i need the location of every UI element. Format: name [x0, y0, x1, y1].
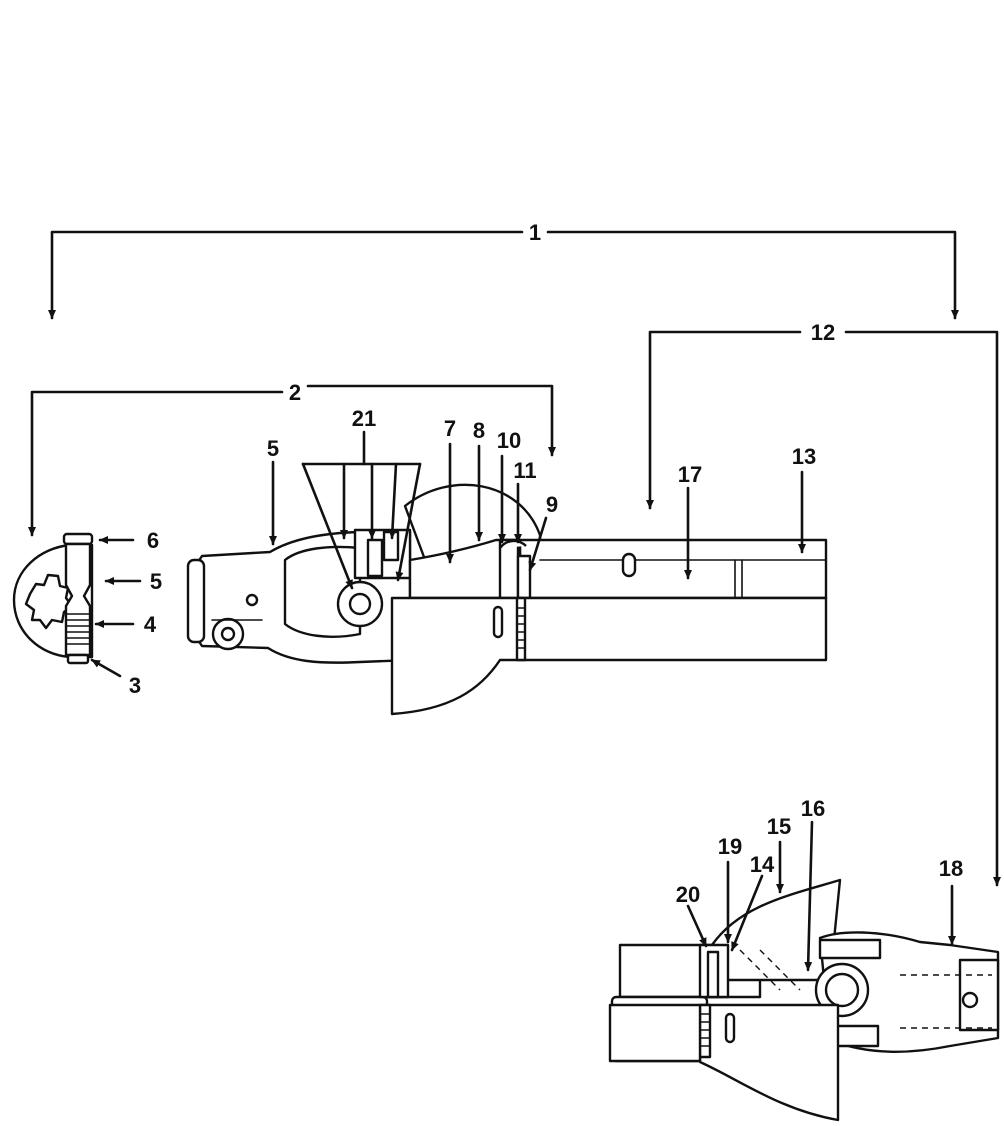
callout-10: 10: [497, 428, 521, 453]
callout-8: 8: [473, 418, 485, 443]
callout-21: 21: [352, 406, 376, 431]
callout-21-leaders: [301, 430, 422, 590]
callout-20: 20: [676, 882, 700, 907]
callout-13: 13: [792, 444, 816, 469]
callout-11: 11: [513, 458, 536, 483]
bracket-2: [28, 384, 556, 537]
callout-5-end-view: 5: [150, 569, 162, 594]
rear-collar: [698, 943, 730, 999]
callout-18: 18: [939, 856, 963, 881]
bracket-1: [48, 230, 959, 320]
bracket-12: [646, 330, 1001, 887]
callout-9: 9: [546, 492, 558, 517]
outer-guard: [390, 596, 828, 716]
callout-4: 4: [144, 612, 157, 637]
callout-5-yoke: 5: [267, 436, 279, 461]
callout-3: 3: [129, 673, 141, 698]
callout-7: 7: [444, 416, 456, 441]
guard-ribs: [516, 607, 526, 649]
callout-16: 16: [801, 796, 825, 821]
clamp-bolt-threads: [65, 613, 91, 645]
callout-1: 1: [529, 220, 541, 245]
callout-17: 17: [678, 462, 702, 487]
cross-and-bearing: [336, 528, 412, 628]
callout-2: 2: [289, 380, 301, 405]
callout-19: 19: [718, 834, 742, 859]
callout-6: 6: [147, 528, 159, 553]
yoke-neck-and-collar: [408, 538, 532, 600]
rear-yoke: [814, 931, 1000, 1053]
callout-12: 12: [811, 320, 835, 345]
rear-guard-ribs: [699, 1013, 711, 1047]
callout-14: 14: [750, 852, 775, 877]
splined-yoke-end-view: [12, 532, 94, 665]
rear-outer-guard: [608, 1003, 840, 1122]
callout-15: 15: [767, 814, 791, 839]
